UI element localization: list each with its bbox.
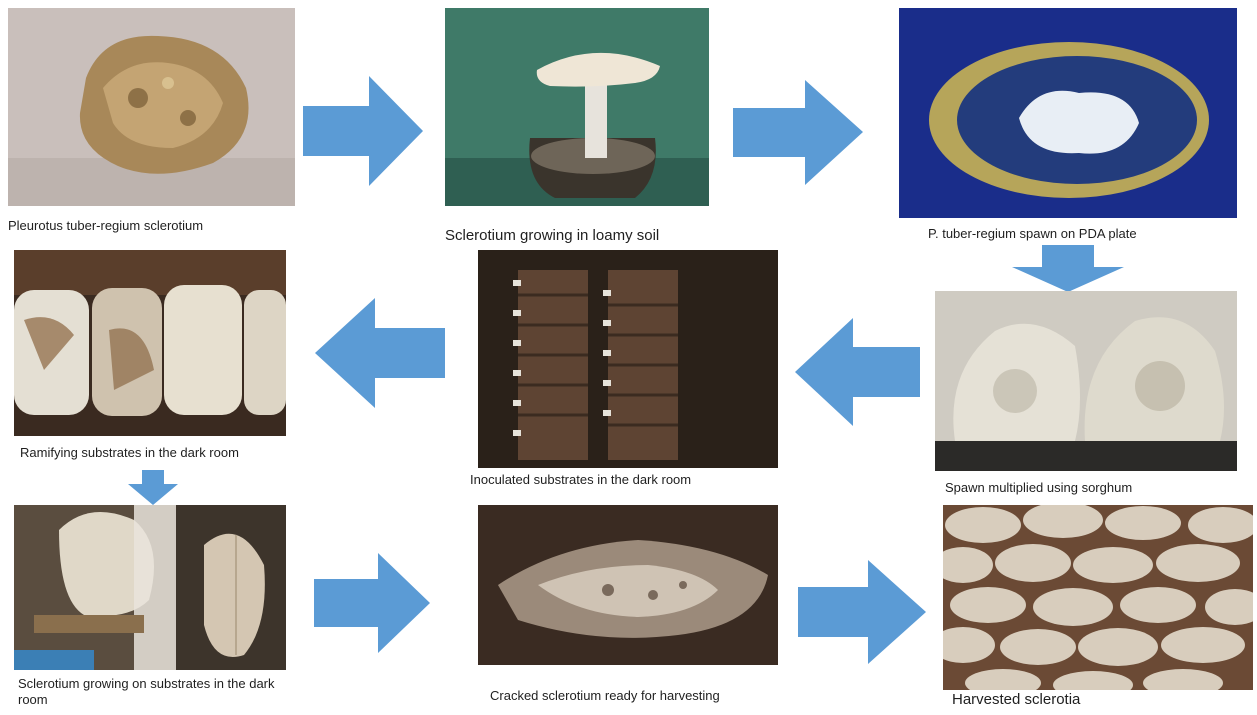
step-6-caption: Ramifying substrates in the dark room	[20, 445, 239, 461]
sclerotium-on-substrate-photo	[14, 505, 286, 670]
arrow-down-icon	[128, 470, 178, 505]
arrow-left-icon	[315, 298, 445, 408]
ramifying-bags-photo	[14, 250, 286, 436]
arrow-left-icon	[795, 318, 920, 426]
step-4-caption: Spawn multiplied using sorghum	[945, 480, 1132, 496]
step-7-caption-line1: Sclerotium growing on substrates in the …	[18, 676, 275, 692]
step-2-caption: Sclerotium growing in loamy soil	[445, 228, 659, 244]
arrow-right-icon	[798, 560, 926, 664]
pda-plate-photo	[899, 8, 1237, 218]
step-7-caption-line2: room	[18, 692, 48, 708]
harvested-sclerotia-photo	[943, 505, 1253, 690]
arrow-right-icon	[303, 76, 423, 186]
cracked-sclerotium-photo	[478, 505, 778, 665]
step-8-caption: Cracked sclerotium ready for harvesting	[490, 688, 720, 704]
inoculated-bags-photo	[478, 250, 778, 468]
step-5-caption: Inoculated substrates in the dark room	[470, 472, 691, 488]
arrow-right-icon	[314, 553, 430, 653]
step-1-caption: Pleurotus tuber-regium sclerotium	[8, 218, 203, 234]
sclerotium-photo	[8, 8, 295, 206]
arrow-right-icon	[733, 80, 863, 185]
sorghum-spawn-bags-photo	[935, 291, 1237, 471]
mushroom-in-pot-photo	[445, 8, 709, 206]
step-3-caption: P. tuber-regium spawn on PDA plate	[928, 226, 1137, 242]
step-9-caption: Harvested sclerotia	[952, 692, 1080, 708]
arrow-down-icon	[1012, 245, 1124, 292]
